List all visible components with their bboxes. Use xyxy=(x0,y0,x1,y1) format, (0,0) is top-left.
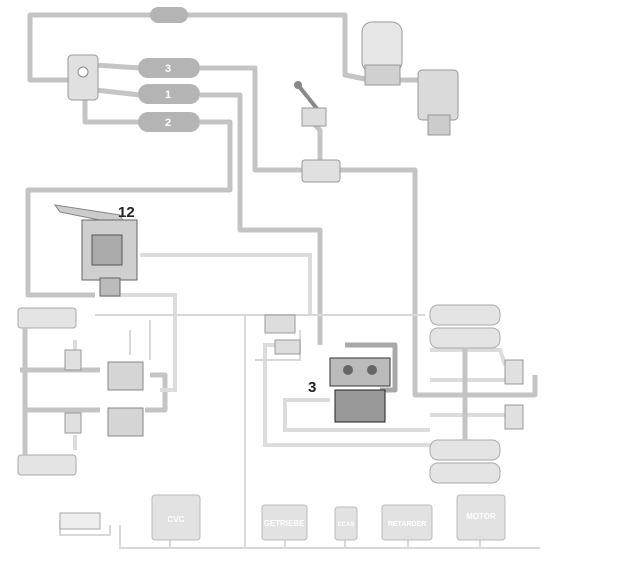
front-axle xyxy=(17,307,144,476)
ecu-motor: MOTOR xyxy=(456,494,506,541)
rear-axle xyxy=(429,304,524,484)
ecu-cvc: CVC xyxy=(151,494,201,541)
svg-text:CVC: CVC xyxy=(168,515,185,524)
reservoir-2: 2 xyxy=(138,112,200,132)
svg-text:GETRIEBE: GETRIEBE xyxy=(264,519,306,528)
ecu-retarder: RETARDER xyxy=(381,504,433,541)
four-circuit-protection-valve xyxy=(67,54,99,101)
svg-text:3: 3 xyxy=(165,63,171,75)
air-pipes xyxy=(20,12,538,413)
hand-brake-valve xyxy=(53,204,138,297)
svg-text:ECAS: ECAS xyxy=(338,522,355,528)
control-lines xyxy=(73,253,520,450)
foot-brake-lever xyxy=(294,81,327,127)
svg-text:MOTOR: MOTOR xyxy=(466,512,496,521)
trailer-valve xyxy=(264,314,301,355)
ecu-ecas: ECAS xyxy=(334,506,358,541)
callout-12: 12 xyxy=(118,204,135,221)
compressor xyxy=(417,69,459,136)
ebs-modulator xyxy=(329,357,391,423)
svg-text:1: 1 xyxy=(165,89,171,101)
reservoir-3: 3 xyxy=(138,58,200,78)
relay-valve-top xyxy=(301,159,341,183)
battery xyxy=(59,512,101,530)
svg-text:RETARDER: RETARDER xyxy=(388,521,426,528)
air-dryer xyxy=(361,21,403,86)
reservoir-1: 1 xyxy=(138,84,200,104)
callout-3: 3 xyxy=(308,379,316,396)
svg-text:2: 2 xyxy=(165,117,171,129)
top-reservoir xyxy=(150,7,188,23)
electrical-wires xyxy=(59,314,540,549)
ecu-getriebe: GETRIEBE xyxy=(261,504,308,541)
